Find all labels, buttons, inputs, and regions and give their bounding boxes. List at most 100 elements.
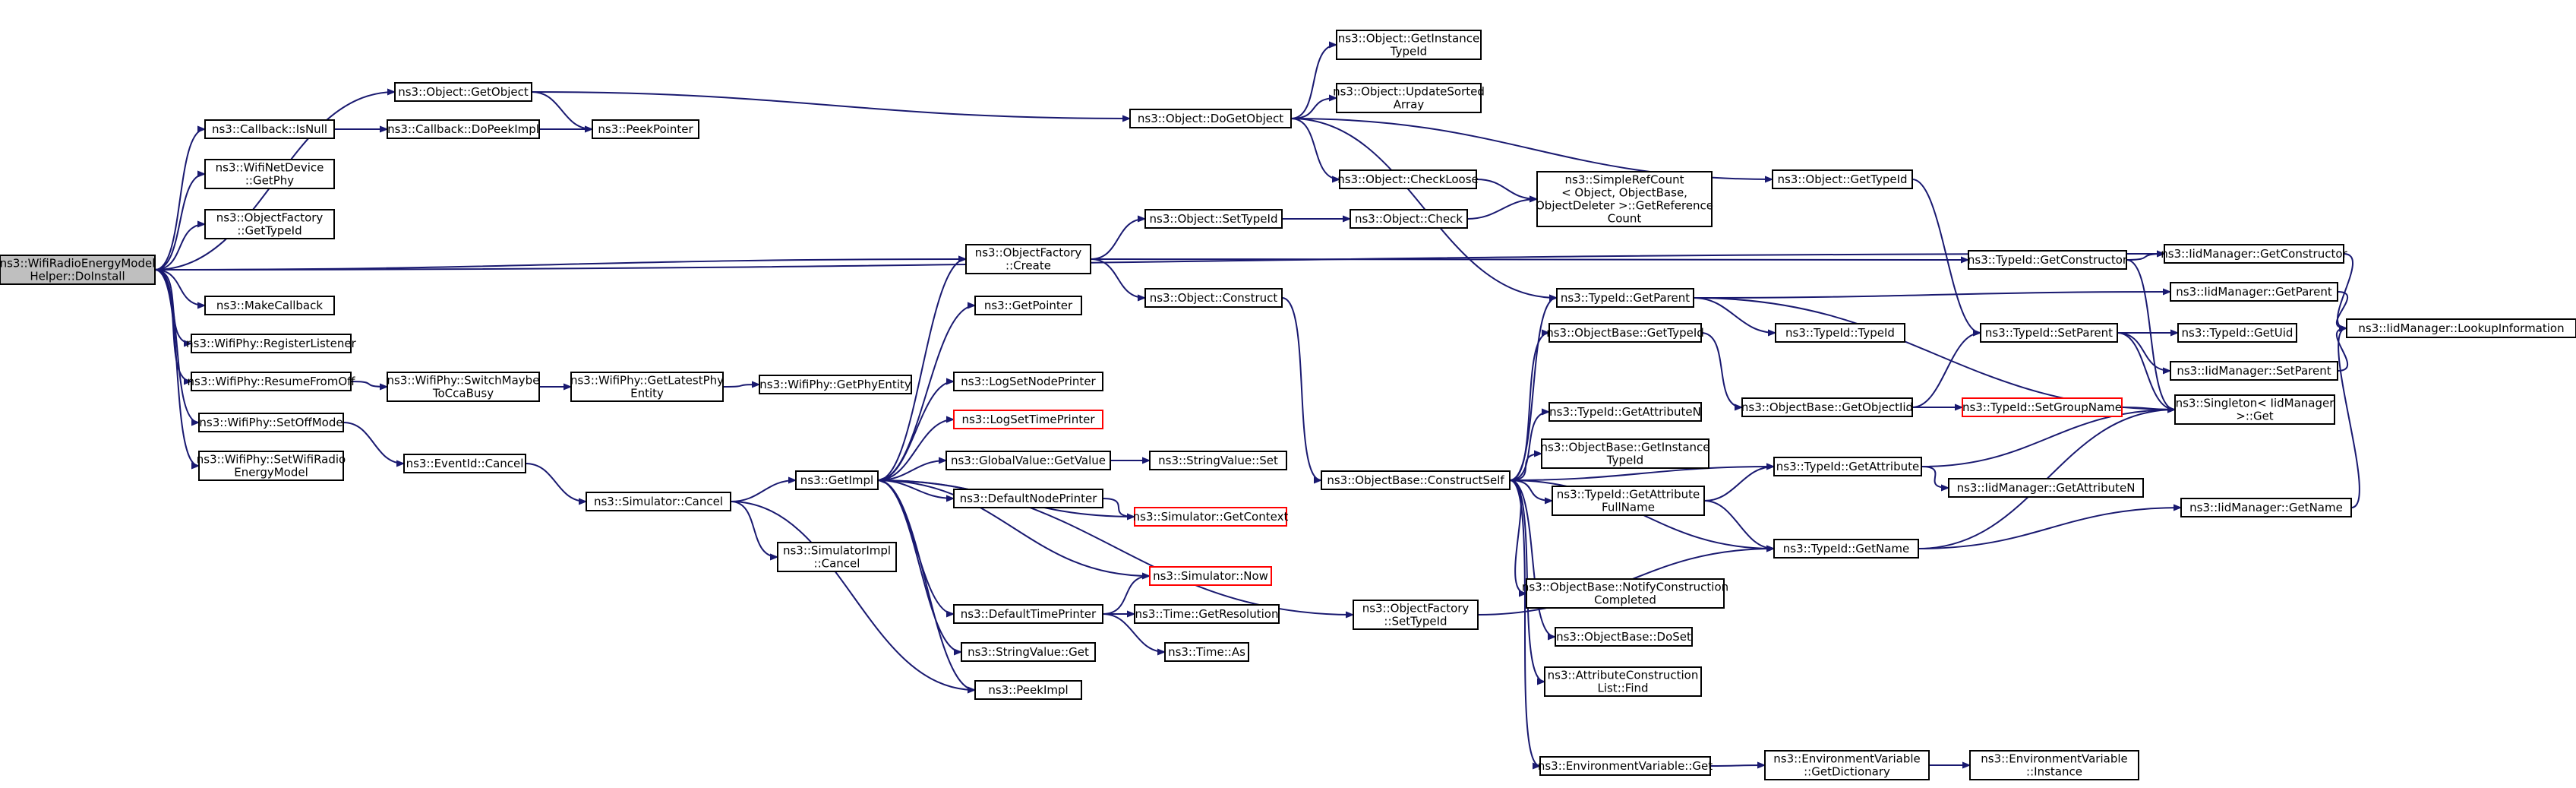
node-label: < Object, ObjectBase, xyxy=(1561,186,1687,200)
node-resume[interactable]: ns3::WifiPhy::ResumeFromOff xyxy=(188,372,356,391)
node-label: ::GetTypeId xyxy=(237,224,301,238)
node-logtimeprinter[interactable]: ns3::LogSetTimePrinter xyxy=(953,410,1103,429)
edge-root-to-iid_getctor xyxy=(154,254,2164,271)
node-ob_getobjectiid[interactable]: ns3::ObjectBase::GetObjectIid xyxy=(1741,397,1913,417)
node-label: ns3::GlobalValue::GetValue xyxy=(951,454,1106,467)
node-setoffmode[interactable]: ns3::WifiPhy::SetOffMode xyxy=(198,413,344,432)
node-obj_construct[interactable]: ns3::Object::Construct xyxy=(1144,288,1283,308)
node-ti_getattr[interactable]: ns3::TypeId::GetAttribute xyxy=(1773,457,1922,476)
node-ti_getuid[interactable]: ns3::TypeId::GetUid xyxy=(2177,323,2297,343)
node-label: ns3::Time::As xyxy=(1168,645,1245,659)
node-box xyxy=(961,642,1096,662)
node-obj_gettypeid[interactable]: ns3::Object::GetTypeId xyxy=(1772,169,1913,189)
node-label: ObjectDeleter >::GetReference xyxy=(1536,199,1713,213)
node-simcancel[interactable]: ns3::Simulator::Cancel xyxy=(586,492,731,511)
node-dogetobject[interactable]: ns3::Object::DoGetObject xyxy=(1129,109,1292,128)
node-ob_constructself[interactable]: ns3::ObjectBase::ConstructSelf xyxy=(1321,470,1511,490)
node-eventcancel[interactable]: ns3::EventId::Cancel xyxy=(403,454,526,473)
node-label: ::Cancel xyxy=(814,557,860,571)
node-label: ns3::Simulator::GetContext xyxy=(1133,510,1289,524)
node-iid_setparent[interactable]: ns3::IidManager::SetParent xyxy=(2170,361,2338,381)
node-deftimeprinter[interactable]: ns3::DefaultTimePrinter xyxy=(953,604,1103,624)
node-reglistener[interactable]: ns3::WifiPhy::RegisterListener xyxy=(186,334,357,353)
node-label: ns3::IidManager::LookupInformation xyxy=(2358,321,2564,335)
node-sv_set[interactable]: ns3::StringValue::Set xyxy=(1149,451,1287,470)
node-isnull[interactable]: ns3::Callback::IsNull xyxy=(204,119,335,139)
node-defnodeprinter[interactable]: ns3::DefaultNodePrinter xyxy=(953,489,1103,508)
node-label: Array xyxy=(1394,98,1425,112)
node-ti_getctor[interactable]: ns3::TypeId::GetConstructor xyxy=(1968,250,2128,270)
node-label: ns3::Simulator::Now xyxy=(1153,569,1268,583)
node-ob_gettypeid[interactable]: ns3::ObjectBase::GetTypeId xyxy=(1546,323,1704,343)
node-simimplcancel[interactable]: ns3::SimulatorImpl::Cancel xyxy=(777,542,897,572)
node-box xyxy=(1773,457,1922,476)
node-box xyxy=(2174,394,2335,425)
node-iid_getname[interactable]: ns3::IidManager::GetName xyxy=(2180,498,2352,517)
node-iid_getctor[interactable]: ns3::IidManager::GetConstructor xyxy=(2161,244,2348,264)
node-label: ns3::TypeId::SetGroupName xyxy=(1962,400,2122,414)
node-box xyxy=(945,451,1111,470)
node-env_getdict[interactable]: ns3::EnvironmentVariable::GetDictionary xyxy=(1764,750,1930,780)
node-peekpointer[interactable]: ns3::PeekPointer xyxy=(592,119,699,139)
node-iid_lookup[interactable]: ns3::IidManager::LookupInformation xyxy=(2346,318,2576,338)
node-ti_getname[interactable]: ns3::TypeId::GetName xyxy=(1773,539,1919,559)
node-iid_getparent[interactable]: ns3::IidManager::GetParent xyxy=(2170,282,2338,302)
node-of_settypeid[interactable]: ns3::ObjectFactory::SetTypeId xyxy=(1353,600,1479,630)
node-ob_doset[interactable]: ns3::ObjectBase::DoSet xyxy=(1555,627,1693,647)
node-ti_getparent[interactable]: ns3::TypeId::GetParent xyxy=(1556,288,1694,308)
node-makecallback[interactable]: ns3::MakeCallback xyxy=(204,296,335,315)
node-env_get[interactable]: ns3::EnvironmentVariable::Get xyxy=(1538,756,1713,776)
node-checkloose[interactable]: ns3::Object::CheckLoose xyxy=(1337,169,1479,189)
node-time_as[interactable]: ns3::Time::As xyxy=(1164,642,1249,662)
node-box xyxy=(1741,397,1913,417)
node-obj_settypeid[interactable]: ns3::Object::SetTypeId xyxy=(1144,209,1283,229)
node-sim_now[interactable]: ns3::Simulator::Now xyxy=(1149,566,1272,586)
node-lognodeprinter[interactable]: ns3::LogSetNodePrinter xyxy=(953,372,1103,391)
node-label: ns3::MakeCallback xyxy=(216,299,323,312)
node-label: ns3::ObjectFactory xyxy=(1362,602,1470,616)
node-label: ns3::PeekPointer xyxy=(598,122,693,136)
node-simplerefcount[interactable]: ns3::SimpleRefCount< Object, ObjectBase,… xyxy=(1536,171,1713,227)
edge-resume-to-switchmaybe xyxy=(350,381,387,387)
node-ob_notify[interactable]: ns3::ObjectBase::NotifyConstructionCompl… xyxy=(1522,578,1728,609)
node-of_create[interactable]: ns3::ObjectFactory::Create xyxy=(965,244,1091,274)
node-gv_getvalue[interactable]: ns3::GlobalValue::GetValue xyxy=(945,451,1111,470)
node-ti_typeid[interactable]: ns3::TypeId::TypeId xyxy=(1775,323,1905,343)
node-getimpl[interactable]: ns3::GetImpl xyxy=(795,470,879,490)
node-label: ns3::EventId::Cancel xyxy=(406,457,524,470)
node-singleton_get[interactable]: ns3::Singleton< IidManager>::Get xyxy=(2174,394,2335,425)
edge-ti_getparent-to-iid_getparent xyxy=(1693,292,2170,299)
node-env_instance[interactable]: ns3::EnvironmentVariable::Instance xyxy=(1969,750,2139,780)
edge-ob_gettypeid-to-ob_getobjectiid xyxy=(1700,332,1743,407)
node-label: ns3::GetImpl xyxy=(800,473,873,487)
node-getphyentity[interactable]: ns3::WifiPhy::GetPhyEntity xyxy=(759,375,912,394)
node-dopeekimpl[interactable]: ns3::Callback::DoPeekImpl xyxy=(387,119,540,139)
node-getobject[interactable]: ns3::Object::GetObject xyxy=(394,82,532,102)
node-label: Completed xyxy=(1594,593,1656,607)
node-ti_setparent[interactable]: ns3::TypeId::SetParent xyxy=(1980,323,2118,343)
node-sim_getcontext[interactable]: ns3::Simulator::GetContext xyxy=(1133,507,1289,527)
node-ti_getattrn[interactable]: ns3::TypeId::GetAttributeN xyxy=(1548,402,1702,422)
node-netdev_getphy[interactable]: ns3::WifiNetDevice::GetPhy xyxy=(204,159,335,189)
node-root[interactable]: ns3::WifiRadioEnergyModelHelper::DoInsta… xyxy=(0,255,156,285)
node-label: ns3::TypeId::GetAttribute xyxy=(1776,460,1919,473)
node-peekimpl[interactable]: ns3::PeekImpl xyxy=(974,680,1082,700)
node-of_gettypeid[interactable]: ns3::ObjectFactory::GetTypeId xyxy=(204,209,335,239)
node-box xyxy=(191,372,352,391)
node-sv_get[interactable]: ns3::StringValue::Get xyxy=(961,642,1096,662)
node-obj_check[interactable]: ns3::Object::Check xyxy=(1350,209,1468,229)
node-label: ns3::EnvironmentVariable::Get xyxy=(1538,759,1713,773)
node-label: ns3::ObjectBase::NotifyConstruction xyxy=(1522,581,1728,594)
node-time_getres[interactable]: ns3::Time::GetResolution xyxy=(1134,604,1280,624)
node-ti_setgroupname[interactable]: ns3::TypeId::SetGroupName xyxy=(1962,397,2123,417)
node-iid_getattrn[interactable]: ns3::IidManager::GetAttributeN xyxy=(1948,478,2144,498)
node-getpointer[interactable]: ns3::GetPointer xyxy=(974,296,1082,315)
